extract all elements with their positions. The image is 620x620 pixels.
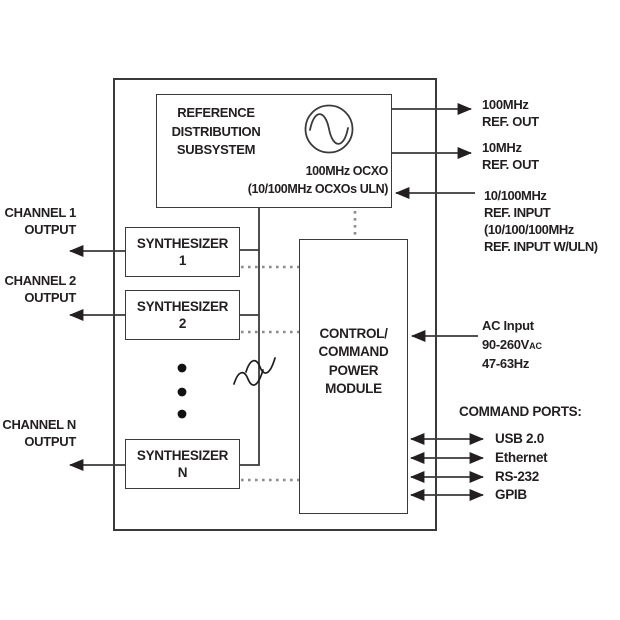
oscillator-label: 100MHz OCXO [305,164,389,178]
ac-input-frequency: 47-63Hz [482,356,530,371]
control-module-line1: CONTROL/ [319,325,388,341]
reference-title-line3: SUBSYSTEM [176,142,256,157]
control-module-line4: MODULE [325,381,382,396]
reference-title-line2: DISTRIBUTION [171,123,261,139]
ref-input-line4: REF. INPUT W/ULN) [484,239,598,254]
chassis-outline-box [113,78,437,531]
synthesizer-1-box: SYNTHESIZER 1 [125,227,240,277]
ref-out-10mhz-line2: REF. OUT [482,157,539,172]
ac-input-voltage: 90-260VAC [482,336,542,356]
port-label-usb: USB 2.0 [495,431,544,446]
channel-1-label-line2: OUTPUT [24,221,76,237]
ac-voltage-main: 90-260V [482,336,530,352]
synthesizer-1-number: 1 [178,253,187,268]
port-label-gpib: GPIB [495,487,527,502]
port-label-ethernet: Ethernet [495,450,548,465]
channel-2-output-label: CHANNEL 2 OUTPUT [0,273,77,306]
ref-out-100mhz-label: 100MHz REF. OUT [482,96,539,130]
synthesizer-2-box: SYNTHESIZER 2 [125,290,240,340]
distribution-bus-wire [240,208,260,466]
channel-n-output-label: CHANNEL N OUTPUT [0,417,76,450]
channel-n-label-line2: OUTPUT [24,433,76,449]
ref-out-10mhz-line1: 10MHz [482,140,522,155]
synthesizer-1-name: SYNTHESIZER [136,236,229,251]
reference-distribution-box [156,94,392,208]
channel-2-label-line1: CHANNEL 2 [4,273,77,288]
line-break-icon [233,357,276,386]
ref-out-100mhz-line1: 100MHz [482,97,529,112]
control-command-power-module-box: CONTROL/ COMMAND POWER MODULE [299,239,408,514]
synthesizer-n-box: SYNTHESIZER N [125,439,240,489]
ref-input-line2: REF. INPUT [484,205,551,220]
reference-title-line1: REFERENCE [177,105,255,120]
ac-input-line1: AC Input [482,318,534,333]
ref-input-line1: 10/100MHz [484,188,547,203]
control-module-line2: COMMAND [318,344,389,359]
oscillator-labels: 100MHz OCXO (10/100MHz OCXOs ULN) [196,163,389,198]
vertical-ellipsis-icon [177,363,187,419]
ac-voltage-sub: AC [529,340,543,351]
ref-out-100mhz-line2: REF. OUT [482,114,539,129]
synthesizer-n-name: SYNTHESIZER [136,448,229,463]
control-module-line3: POWER [328,362,379,378]
synthesizer-2-number: 2 [178,316,187,331]
sine-wave-icon [304,104,354,154]
oscillator-option-label: (10/100MHz OCXOs ULN) [247,181,389,196]
reference-distribution-title: REFERENCE DISTRIBUTION SUBSYSTEM [158,104,274,160]
channel-1-output-label: CHANNEL 1 OUTPUT [0,205,77,238]
synthesizer-2-name: SYNTHESIZER [136,299,229,314]
ref-input-label: 10/100MHz REF. INPUT (10/100/100MHz REF.… [484,187,598,255]
ref-out-10mhz-label: 10MHz REF. OUT [482,139,539,173]
ref-input-line3: (10/100/100MHz [484,222,574,237]
channel-1-label-line1: CHANNEL 1 [4,205,77,220]
channel-2-label-line2: OUTPUT [24,289,76,305]
command-ports-header: COMMAND PORTS: [459,404,582,419]
channel-n-label-line1: CHANNEL N [2,417,76,432]
synthesizer-n-number: N [177,465,188,480]
ac-input-label: AC Input 90-260VAC 47-63Hz [482,317,542,374]
port-label-rs232: RS-232 [495,469,539,484]
